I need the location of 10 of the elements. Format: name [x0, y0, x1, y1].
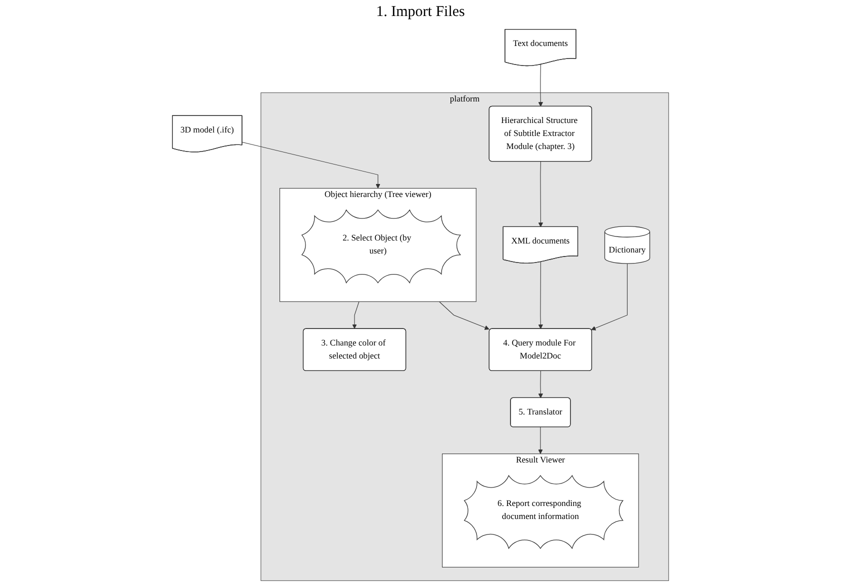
- arrow: [538, 426, 543, 454]
- arrow: [538, 161, 544, 228]
- arrow: [538, 64, 543, 107]
- arrow: [591, 263, 628, 330]
- arrow: [352, 301, 360, 329]
- arrow: [538, 370, 543, 398]
- arrow: [438, 301, 490, 330]
- annotation-label: 1. Import Files: [376, 4, 465, 21]
- arrow: [242, 142, 380, 188]
- arrow: [538, 262, 543, 330]
